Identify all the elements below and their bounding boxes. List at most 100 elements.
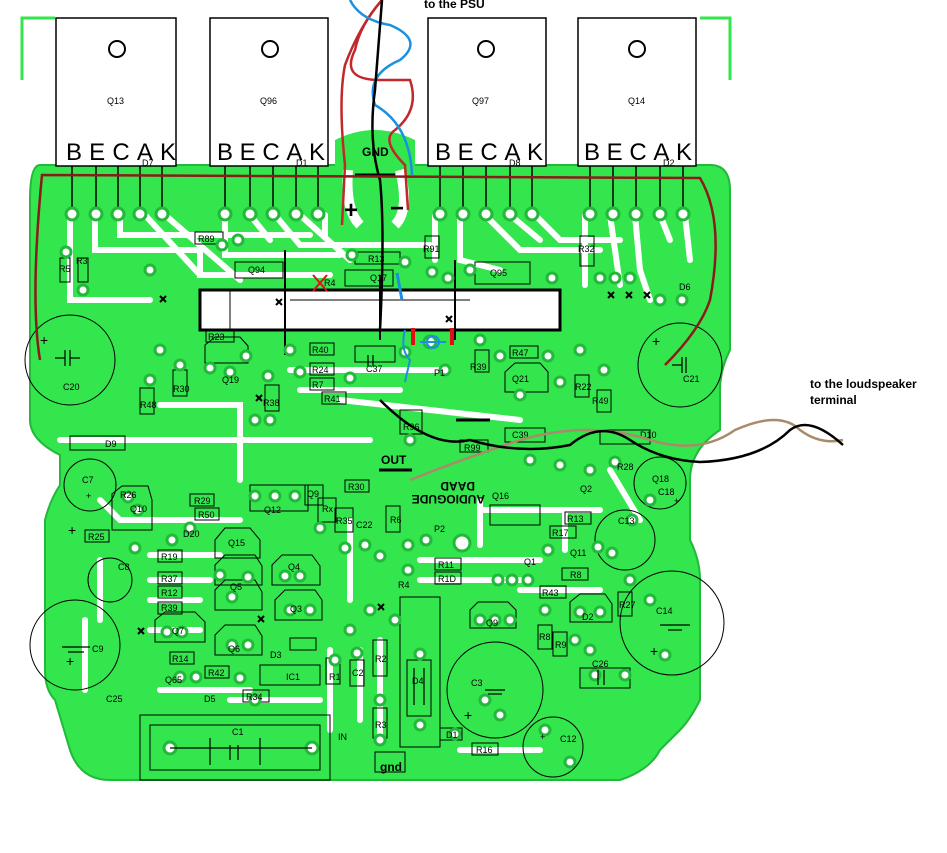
label-q21: Q21 xyxy=(512,374,529,384)
label-r48: R48 xyxy=(140,400,157,410)
label-r4b: R4 xyxy=(398,580,410,590)
label-q19: Q19 xyxy=(222,375,239,385)
label-d4: D4 xyxy=(412,676,424,686)
label-d10: D10 xyxy=(640,430,657,440)
label-d9: D9 xyxy=(105,439,117,449)
label-r30b: R30 xyxy=(348,482,365,492)
gnd-bottom-label: gnd xyxy=(380,760,402,774)
label-q4: Q4 xyxy=(288,562,300,572)
in-label: IN xyxy=(338,732,347,742)
svg-text:+: + xyxy=(86,491,91,501)
diode-label: D2 xyxy=(663,158,675,168)
label-r16: R16 xyxy=(476,745,493,755)
svg-text:+: + xyxy=(652,333,660,349)
label-r28: R28 xyxy=(617,462,634,472)
annotation-speaker-line1: to the loudspeaker xyxy=(810,377,917,391)
label-r8b: R8 xyxy=(539,632,551,642)
label-r1: R1 xyxy=(329,672,341,682)
gnd-top-label: GND xyxy=(362,145,389,159)
label-r39: R39 xyxy=(470,362,487,372)
label-q1: Q1 xyxy=(524,557,536,567)
annotation-speaker-line2: terminal xyxy=(810,393,857,407)
label-r49: R49 xyxy=(592,396,609,406)
component-outlines xyxy=(24,231,725,781)
label-c8: C8 xyxy=(118,562,130,572)
label-r39b: R39 xyxy=(161,603,178,613)
label-r37: R37 xyxy=(161,574,178,584)
minus-label: − xyxy=(390,195,404,222)
red-x-mark xyxy=(312,274,328,292)
label-r50: R50 xyxy=(198,510,215,520)
annotation-psu: to the PSU xyxy=(424,0,485,11)
label-q17: Q17 xyxy=(370,273,387,283)
label-r47: R47 xyxy=(512,348,529,358)
label-r34: R34 xyxy=(246,692,263,702)
label-r27: R27 xyxy=(619,600,636,610)
label-p2: P2 xyxy=(434,524,445,534)
label-p1: P1 xyxy=(434,368,445,378)
label-r8: R8 xyxy=(570,570,582,580)
label-ic1: IC1 xyxy=(286,672,300,682)
transistor-q13: Q13 BECAK D7 xyxy=(55,17,177,168)
label-c1: C1 xyxy=(232,727,244,737)
label-r19: R19 xyxy=(161,552,178,562)
label-r22: R22 xyxy=(575,382,592,392)
speaker-wires xyxy=(34,173,844,482)
brand-line1: AUDIOGUDE xyxy=(412,492,485,506)
transistor-id: Q96 xyxy=(260,96,277,106)
label-c26: C26 xyxy=(592,659,609,669)
label-r13: R13 xyxy=(368,254,385,264)
psu-terminal-area: GND + − xyxy=(335,130,415,238)
trim-markers xyxy=(395,272,454,383)
label-q9b: Q9 xyxy=(486,618,498,628)
brand-line2: DAAD xyxy=(440,479,475,493)
label-q10: Q10 xyxy=(130,504,147,514)
label-r13b: R13 xyxy=(567,514,584,524)
svg-text:+: + xyxy=(674,496,679,506)
label-q65: Q65 xyxy=(165,675,182,685)
label-q2: Q2 xyxy=(580,484,592,494)
label-r29: R29 xyxy=(194,496,211,506)
label-rx: Rx xyxy=(322,504,333,514)
heatsink-frames xyxy=(20,16,732,80)
board-markings: OUT IN gnd AUDIOGUDE DAAD xyxy=(338,418,490,774)
label-r91: R91 xyxy=(423,244,440,254)
label-r42: R42 xyxy=(208,668,225,678)
label-q5: Q5 xyxy=(230,582,242,592)
diode-label: D7 xyxy=(142,158,154,168)
label-q3: Q3 xyxy=(290,604,302,614)
polarity-marks: +++ +++ ++ + xyxy=(40,332,679,742)
label-q15: Q15 xyxy=(228,538,245,548)
svg-text:+: + xyxy=(66,653,74,669)
label-d3: D3 xyxy=(270,650,282,660)
label-c21: C21 xyxy=(683,374,700,384)
label-r14: R14 xyxy=(172,654,189,664)
label-r24: R24 xyxy=(312,365,329,375)
label-q9: Q9 xyxy=(307,489,319,499)
label-c20: C20 xyxy=(63,382,80,392)
label-r40: R40 xyxy=(312,345,329,355)
label-d1: D1 xyxy=(446,730,458,740)
label-c39: C39 xyxy=(512,430,529,440)
label-c37: C37 xyxy=(366,364,383,374)
transistor-q96: Q96 BECAK D1 xyxy=(209,17,329,168)
label-q18: Q18 xyxy=(652,474,669,484)
label-q95: Q95 xyxy=(490,268,507,278)
diode-label: D1 xyxy=(296,158,308,168)
label-c3: C3 xyxy=(471,678,483,688)
label-d20: D20 xyxy=(183,529,200,539)
transistor-leads xyxy=(71,166,684,208)
label-q6: Q6 xyxy=(228,644,240,654)
transistor-pads xyxy=(64,206,691,222)
label-c22: C22 xyxy=(356,520,373,530)
label-r41: R41 xyxy=(324,394,341,404)
label-q12: Q12 xyxy=(264,505,281,515)
svg-text:+: + xyxy=(540,732,545,742)
label-d5: D5 xyxy=(204,694,216,704)
label-c12: C12 xyxy=(560,734,577,744)
transistor-q97: Q97 BECAK D8 xyxy=(427,17,547,168)
label-r35: R35 xyxy=(336,516,353,526)
label-r4: R4 xyxy=(324,278,336,288)
label-r1d: R1D xyxy=(438,574,457,584)
label-r89: R89 xyxy=(198,234,215,244)
